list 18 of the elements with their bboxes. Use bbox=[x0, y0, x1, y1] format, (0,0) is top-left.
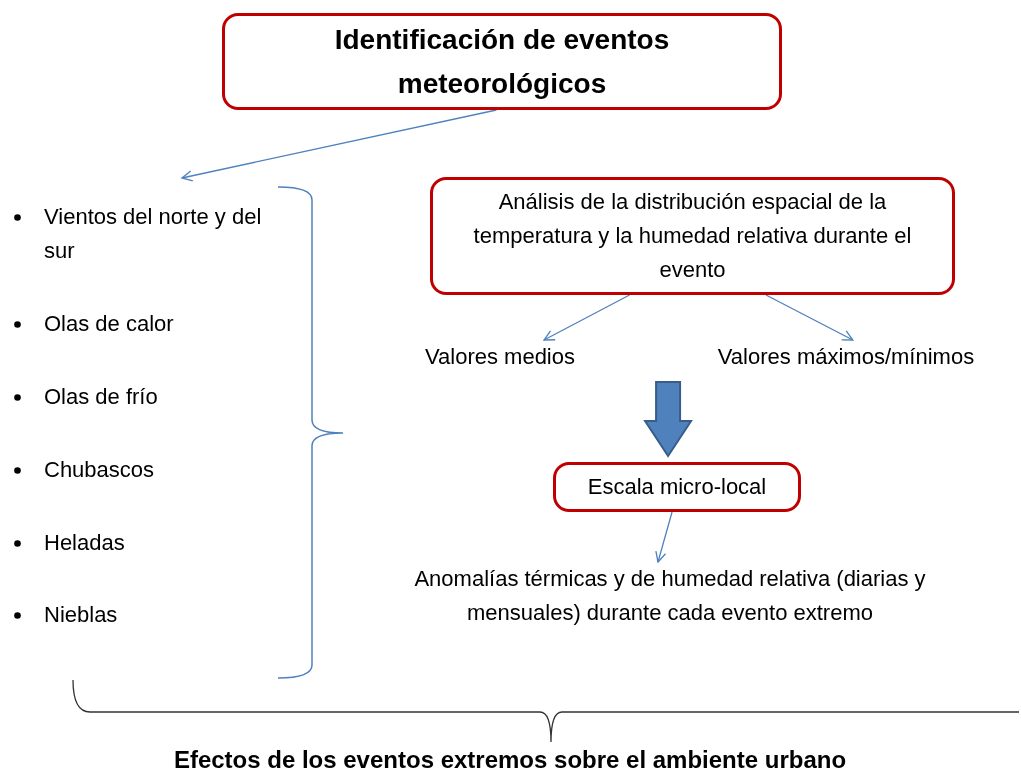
list-item: Olas de calor bbox=[44, 310, 175, 338]
node-text: Valores medios bbox=[400, 340, 600, 374]
arrow bbox=[765, 294, 854, 341]
block-arrow bbox=[643, 381, 693, 458]
list-item: Vientos del norte y del sur bbox=[44, 203, 263, 265]
process-box: Escala micro-local bbox=[553, 462, 801, 512]
node-text: Valores máximos/mínimos bbox=[676, 340, 1016, 374]
list-item: Chubascos bbox=[44, 456, 156, 484]
node-text: Anomalías térmicas y de humedad relativa (diarias y mensuales) durante cada evento extremo bbox=[370, 562, 970, 630]
conclusion-text: Efectos de los eventos extremos sobre el ambiente urbano bbox=[60, 746, 960, 774]
arrow bbox=[543, 294, 631, 341]
title-box: Identificación de eventos meteorológicos bbox=[222, 13, 782, 110]
arrow bbox=[181, 109, 498, 182]
arrow bbox=[655, 511, 673, 563]
list-item: Nieblas bbox=[44, 601, 119, 629]
process-box: Análisis de la distribución espacial de la temperatura y la humedad relativa durante el evento bbox=[430, 177, 955, 295]
list-item: Heladas bbox=[44, 529, 126, 557]
list-item: Olas de frío bbox=[44, 383, 159, 411]
